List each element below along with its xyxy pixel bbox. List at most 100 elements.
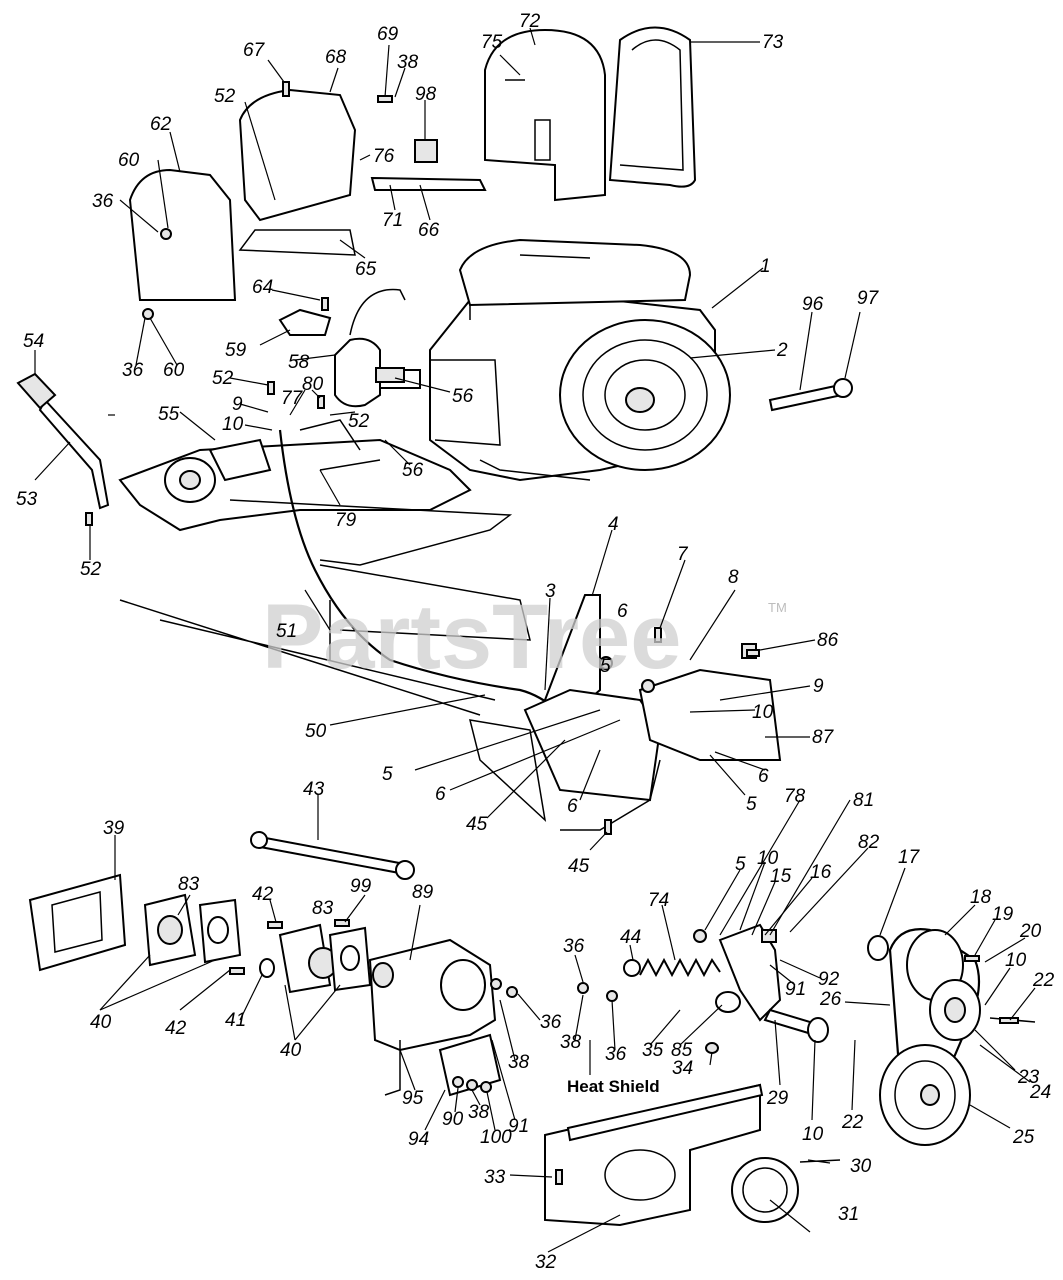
callout-26: 26 [819, 989, 842, 1010]
callout-92: 92 [818, 969, 840, 990]
callout-38a: 38 [397, 52, 419, 73]
callout-17: 17 [898, 847, 921, 868]
callout-94: 94 [408, 1129, 429, 1150]
tension-spring [623, 957, 721, 978]
callout-9a: 9 [232, 394, 243, 415]
callout-56b: 56 [402, 460, 424, 481]
shaft [250, 831, 415, 880]
callout-15: 15 [770, 866, 792, 887]
callout-22a: 22 [1032, 970, 1055, 991]
callout-36c: 36 [563, 936, 585, 957]
callout-35: 35 [642, 1040, 664, 1061]
callout-38d: 38 [468, 1102, 490, 1123]
callout-10b: 10 [752, 702, 774, 723]
callout-5b: 5 [382, 764, 393, 785]
callout-83a: 83 [178, 874, 200, 895]
callout-64: 64 [252, 277, 273, 298]
callout-19: 19 [992, 904, 1014, 925]
callout-3: 3 [545, 581, 556, 602]
callout-36a: 36 [92, 191, 114, 212]
callout-90: 90 [442, 1109, 464, 1130]
callout-22b: 22 [841, 1112, 864, 1133]
throttle-lever [16, 372, 110, 510]
callout-91a: 91 [508, 1116, 529, 1137]
callout-34: 34 [672, 1058, 693, 1079]
callout-6a: 6 [617, 601, 628, 622]
callout-39: 39 [103, 818, 125, 839]
callout-numbers: 1 2 3 4 5 5 5 5 6 6 6 6 7 8 9 9 10 10 10… [16, 11, 1055, 1273]
callout-23: 23 [1017, 1067, 1040, 1088]
callout-86: 86 [817, 630, 839, 651]
callout-42a: 42 [252, 884, 274, 905]
callout-76: 76 [373, 146, 395, 167]
callout-85: 85 [671, 1040, 693, 1061]
callout-20: 20 [1019, 921, 1042, 942]
callout-87: 87 [812, 727, 835, 748]
callout-52b: 52 [214, 86, 236, 107]
callout-81: 81 [853, 790, 874, 811]
callout-95: 95 [402, 1088, 424, 1109]
callout-45a: 45 [466, 814, 488, 835]
callout-58: 58 [288, 352, 310, 373]
callout-38b: 38 [508, 1052, 530, 1073]
callout-10a: 10 [222, 414, 244, 435]
callout-67: 67 [243, 40, 266, 61]
callout-69: 69 [377, 24, 399, 45]
callout-7: 7 [677, 544, 689, 565]
callout-44: 44 [620, 927, 641, 948]
callout-54: 54 [23, 331, 44, 352]
callout-32: 32 [535, 1252, 557, 1273]
callout-5d: 5 [735, 854, 746, 875]
callout-73: 73 [762, 32, 784, 53]
callout-60b: 60 [163, 360, 185, 381]
callout-6c: 6 [567, 796, 578, 817]
callout-29: 29 [766, 1088, 789, 1109]
callout-55: 55 [158, 404, 180, 425]
lower-left-parts [28, 873, 372, 994]
callout-40b: 40 [280, 1040, 302, 1061]
callout-80: 80 [302, 374, 324, 395]
callout-6d: 6 [758, 766, 769, 787]
callout-33: 33 [484, 1167, 506, 1188]
callout-62: 62 [150, 114, 172, 135]
callout-78: 78 [784, 786, 806, 807]
parts-drawing [16, 26, 1036, 1227]
callout-43: 43 [303, 779, 325, 800]
fasteners [85, 81, 1019, 1185]
leader-lines [34, 27, 1036, 1253]
callout-100: 100 [480, 1127, 512, 1148]
bolt-96 [768, 378, 853, 412]
callout-82: 82 [858, 832, 880, 853]
callout-99: 99 [350, 876, 372, 897]
callout-52a: 52 [212, 368, 234, 389]
callout-68: 68 [325, 47, 347, 68]
callout-6b: 6 [435, 784, 446, 805]
callout-51: 51 [276, 621, 297, 642]
callout-71: 71 [382, 210, 403, 231]
callout-65: 65 [355, 259, 377, 280]
engine [379, 238, 731, 482]
callout-96: 96 [802, 294, 824, 315]
callout-56a: 56 [452, 386, 474, 407]
callout-36e: 36 [605, 1044, 627, 1065]
callout-52d: 52 [80, 559, 102, 580]
callout-8: 8 [728, 567, 739, 588]
callout-24: 24 [1029, 1082, 1051, 1103]
idler-assembly [715, 923, 829, 1043]
center-bracket [468, 594, 782, 831]
pulley-belt-assembly [867, 928, 1036, 1146]
mounting-plate-left [118, 419, 513, 566]
callout-40a: 40 [90, 1012, 112, 1033]
muffler-assembly [278, 288, 406, 408]
callout-45b: 45 [568, 856, 590, 877]
callout-98: 98 [415, 84, 437, 105]
callout-91b: 91 [785, 979, 806, 1000]
callout-10c: 10 [757, 848, 779, 869]
callout-36d: 36 [540, 1012, 562, 1033]
callout-89: 89 [412, 882, 434, 903]
callout-10e: 10 [802, 1124, 824, 1145]
callout-5c: 5 [746, 794, 757, 815]
callout-31: 31 [838, 1204, 859, 1225]
callout-2: 2 [776, 340, 788, 361]
